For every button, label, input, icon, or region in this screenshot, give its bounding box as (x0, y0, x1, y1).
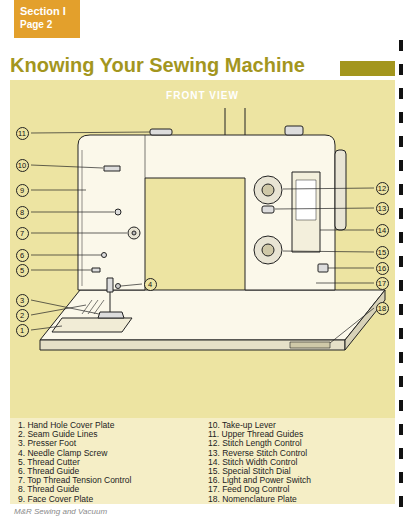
callout-number: 14 (376, 224, 389, 237)
callout-number: 10 (16, 159, 29, 172)
part-name: 8. Thread Guide (18, 485, 79, 494)
part-name: 4. Needle Clamp Screw (18, 449, 107, 458)
page-title: Knowing Your Sewing Machine (10, 54, 305, 77)
part-name: 17. Feed Dog Control (208, 485, 289, 494)
part-name: 14. Stitch Width Control (208, 458, 297, 467)
callout-number: 7 (16, 227, 29, 240)
part-name: 3. Presser Foot (18, 439, 76, 448)
callout-number: 5 (16, 264, 29, 277)
callout-number: 15 (376, 246, 389, 259)
parts-list-band: 1. Hand Hole Cover Plate2. Seam Guide Li… (10, 418, 395, 504)
front-view-panel: FRONT VIEW (10, 80, 395, 418)
section-tab: Section IPage 2 (14, 0, 80, 38)
callout-number: 13 (376, 202, 389, 215)
sewing-machine (40, 108, 385, 350)
part-name: 9. Face Cover Plate (18, 495, 93, 504)
callout-number: 6 (16, 249, 29, 262)
part-name: 13. Reverse Stitch Control (208, 449, 307, 458)
part-name: 7. Top Thread Tension Control (18, 476, 131, 485)
part-name: 11. Upper Thread Guides (208, 430, 303, 439)
part-name: 16. Light and Power Switch (208, 476, 311, 485)
binding-marks (399, 40, 403, 507)
callout-number: 12 (376, 182, 389, 195)
part-name: 6. Thread Guide (18, 467, 79, 476)
section-label: Section I (14, 0, 80, 18)
callout-number: 4 (144, 278, 157, 291)
part-name: 12. Stitch Length Control (208, 439, 302, 448)
callout-number: 17 (376, 277, 389, 290)
callout-number: 2 (16, 309, 29, 322)
watermark: M&R Sewing and Vacuum (14, 507, 107, 516)
callout-number: 9 (16, 184, 29, 197)
section-label: Page 2 (14, 18, 80, 31)
part-name: 10. Take-up Lever (208, 421, 276, 430)
part-name: 1. Hand Hole Cover Plate (18, 421, 114, 430)
callout-number: 16 (376, 262, 389, 275)
title-bar (340, 61, 395, 76)
callout-number: 8 (16, 206, 29, 219)
callout-number: 18 (376, 302, 389, 315)
view-heading: FRONT VIEW (10, 80, 395, 101)
callout-number: 11 (16, 127, 29, 140)
part-name: 2. Seam Guide Lines (18, 430, 97, 439)
part-name: 15. Special Stitch Dial (208, 467, 291, 476)
callout-number: 1 (16, 324, 29, 337)
callout-number: 3 (16, 294, 29, 307)
panel-ground (10, 80, 395, 418)
part-name: 5. Thread Cutter (18, 458, 80, 467)
leader-lines (31, 132, 374, 343)
part-name: 18. Nomenclature Plate (208, 495, 297, 504)
